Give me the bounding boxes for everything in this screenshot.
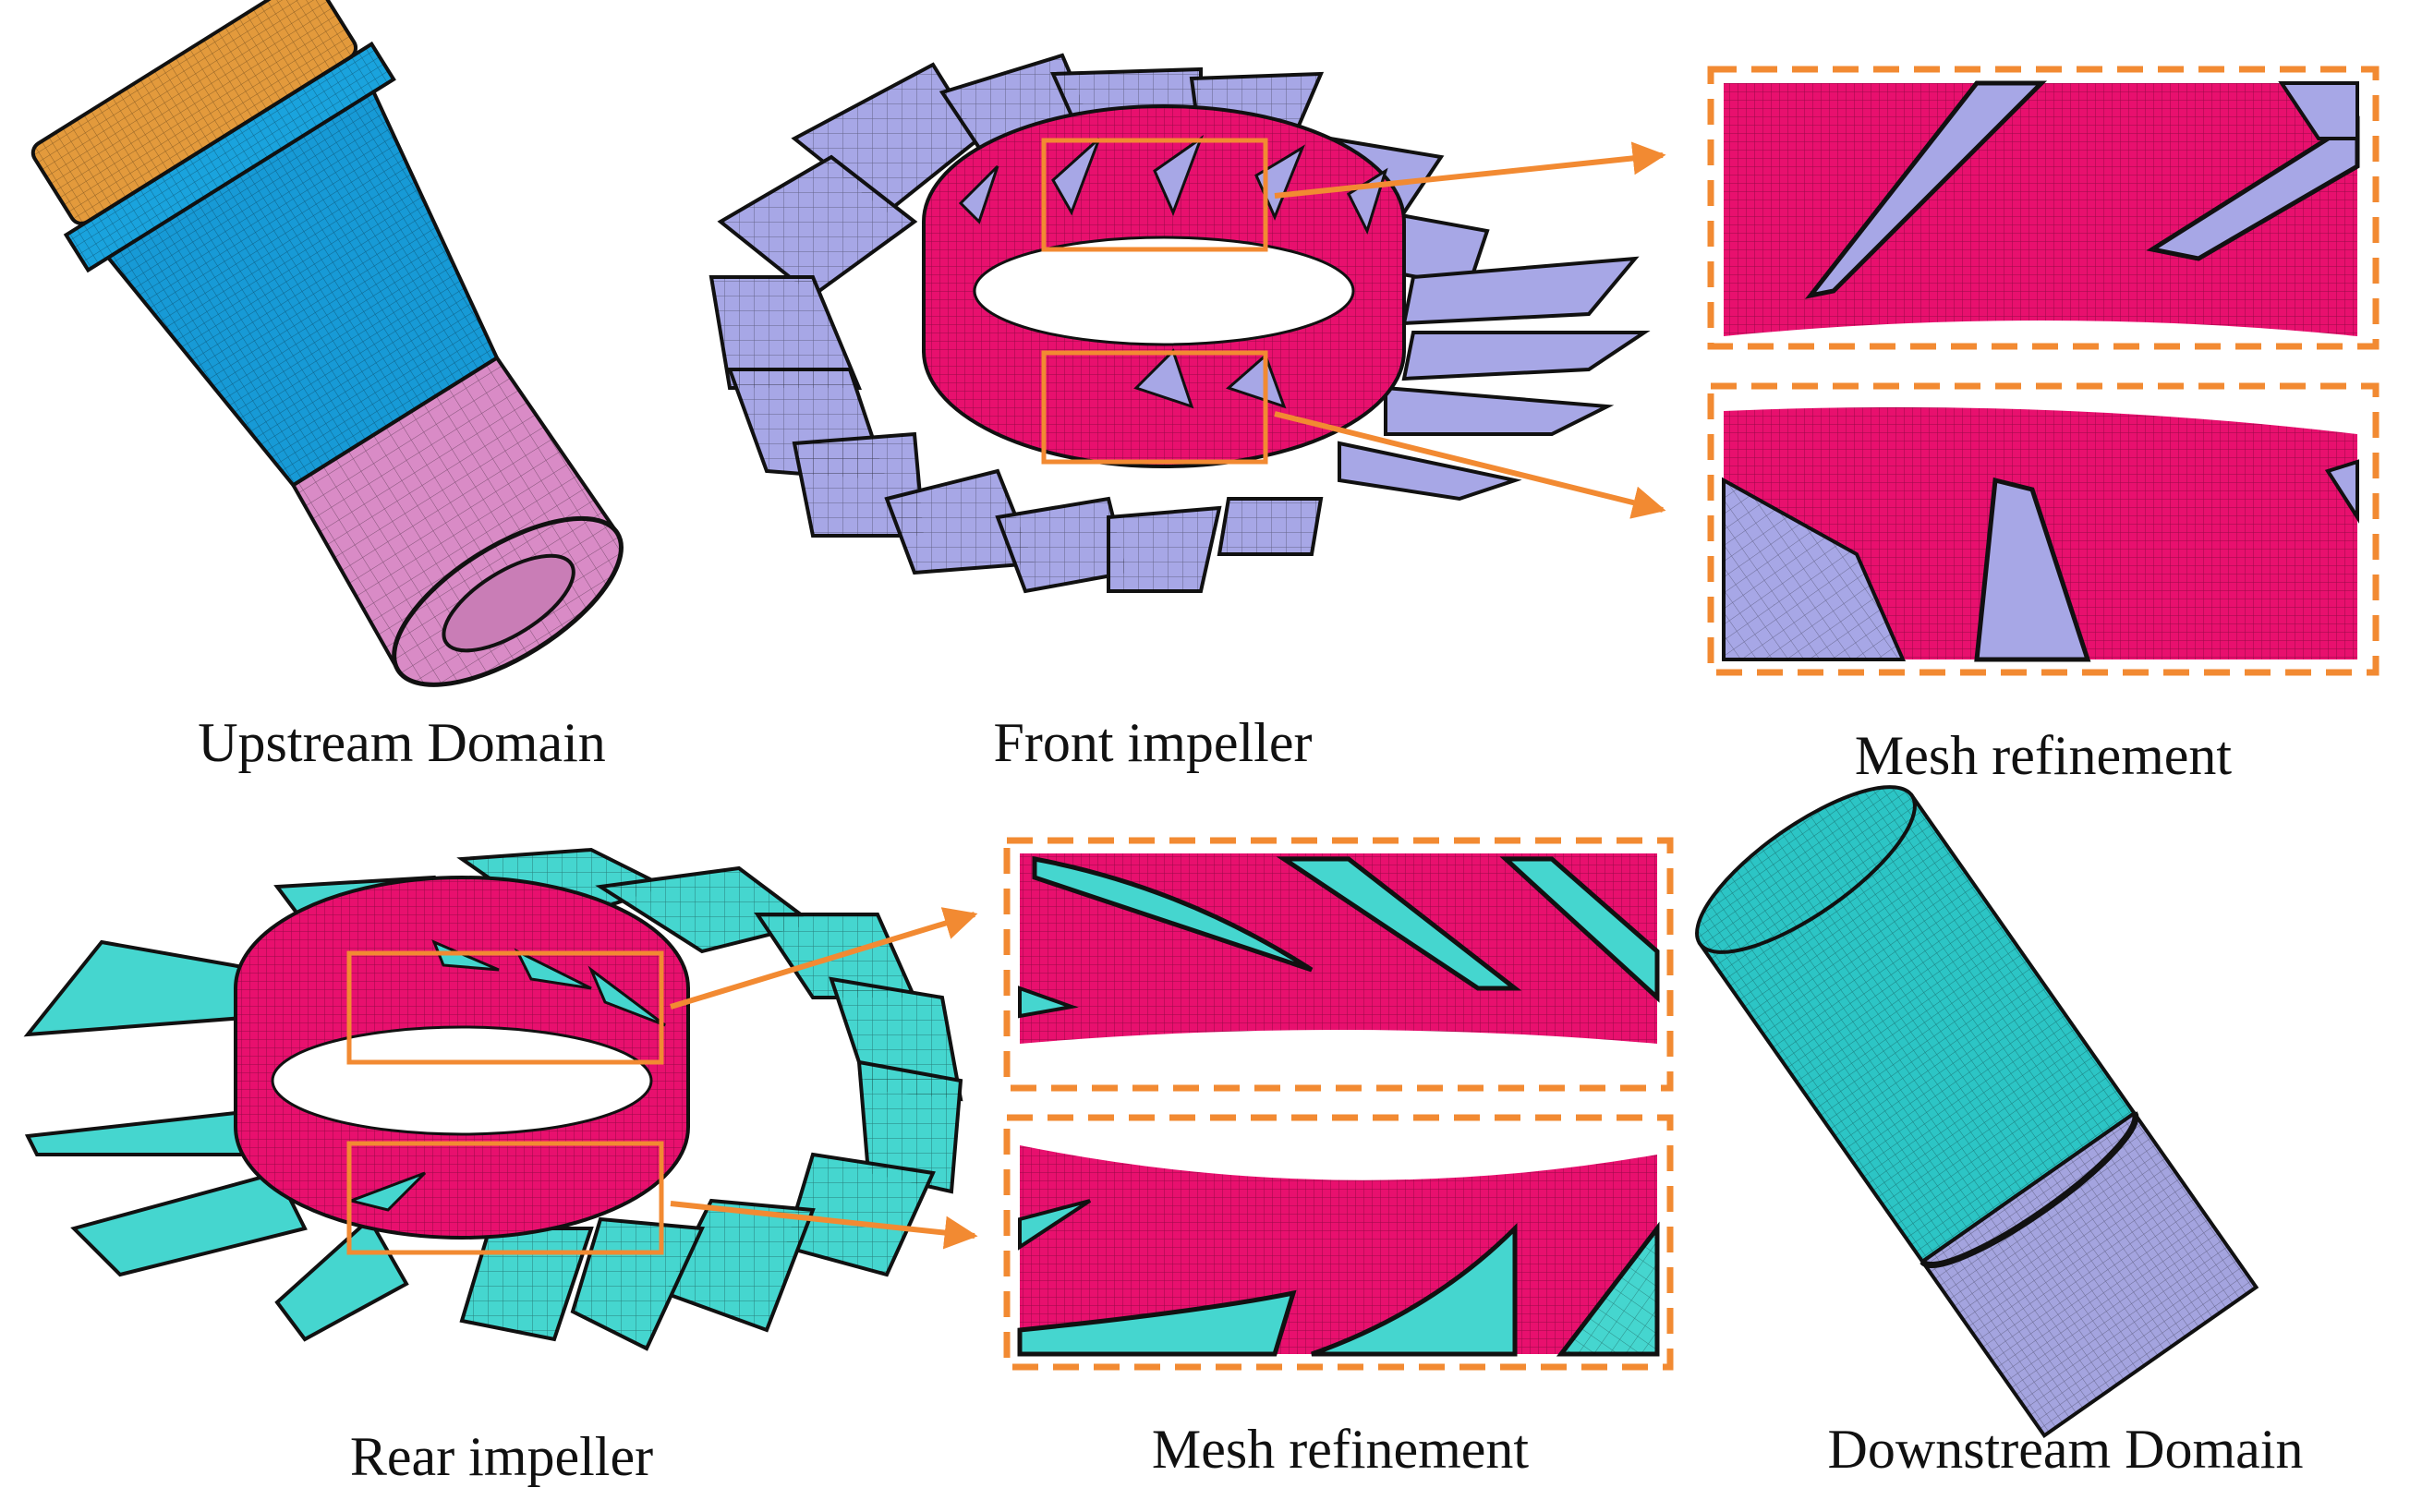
- downstream-domain-model: [1695, 785, 2259, 1439]
- rear-callout-box-top: [346, 950, 664, 1065]
- caption-downstream-domain: Downstream Domain: [1827, 1419, 2304, 1480]
- front-impeller-model: [708, 53, 1651, 594]
- caption-upstream-domain: Upstream Domain: [198, 712, 606, 773]
- front-mesh-refinement-panel: [1707, 66, 2380, 676]
- caption-rear-impeller: Rear impeller: [349, 1426, 654, 1487]
- front-arrow-top: [1274, 141, 1666, 199]
- caption-front-impeller: Front impeller: [993, 712, 1313, 773]
- caption-rear-mesh-refinement: Mesh refinement: [1151, 1419, 1530, 1480]
- front-callout-box-top: [1041, 138, 1268, 252]
- upstream-domain-model: [30, 0, 624, 687]
- rear-impeller-bore: [271, 1025, 653, 1136]
- rear-arrow-bottom: [670, 1201, 978, 1250]
- front-arrow-bottom: [1274, 411, 1666, 519]
- front-impeller-bore: [973, 236, 1355, 346]
- rear-impeller-model: [23, 847, 963, 1351]
- front-callout-box-bottom: [1041, 350, 1268, 465]
- rear-callout-box-bottom: [346, 1141, 664, 1255]
- rear-arrow-top: [670, 907, 978, 1010]
- caption-front-mesh-refinement: Mesh refinement: [1854, 725, 2233, 786]
- rear-mesh-refinement-panel: [1003, 837, 1674, 1371]
